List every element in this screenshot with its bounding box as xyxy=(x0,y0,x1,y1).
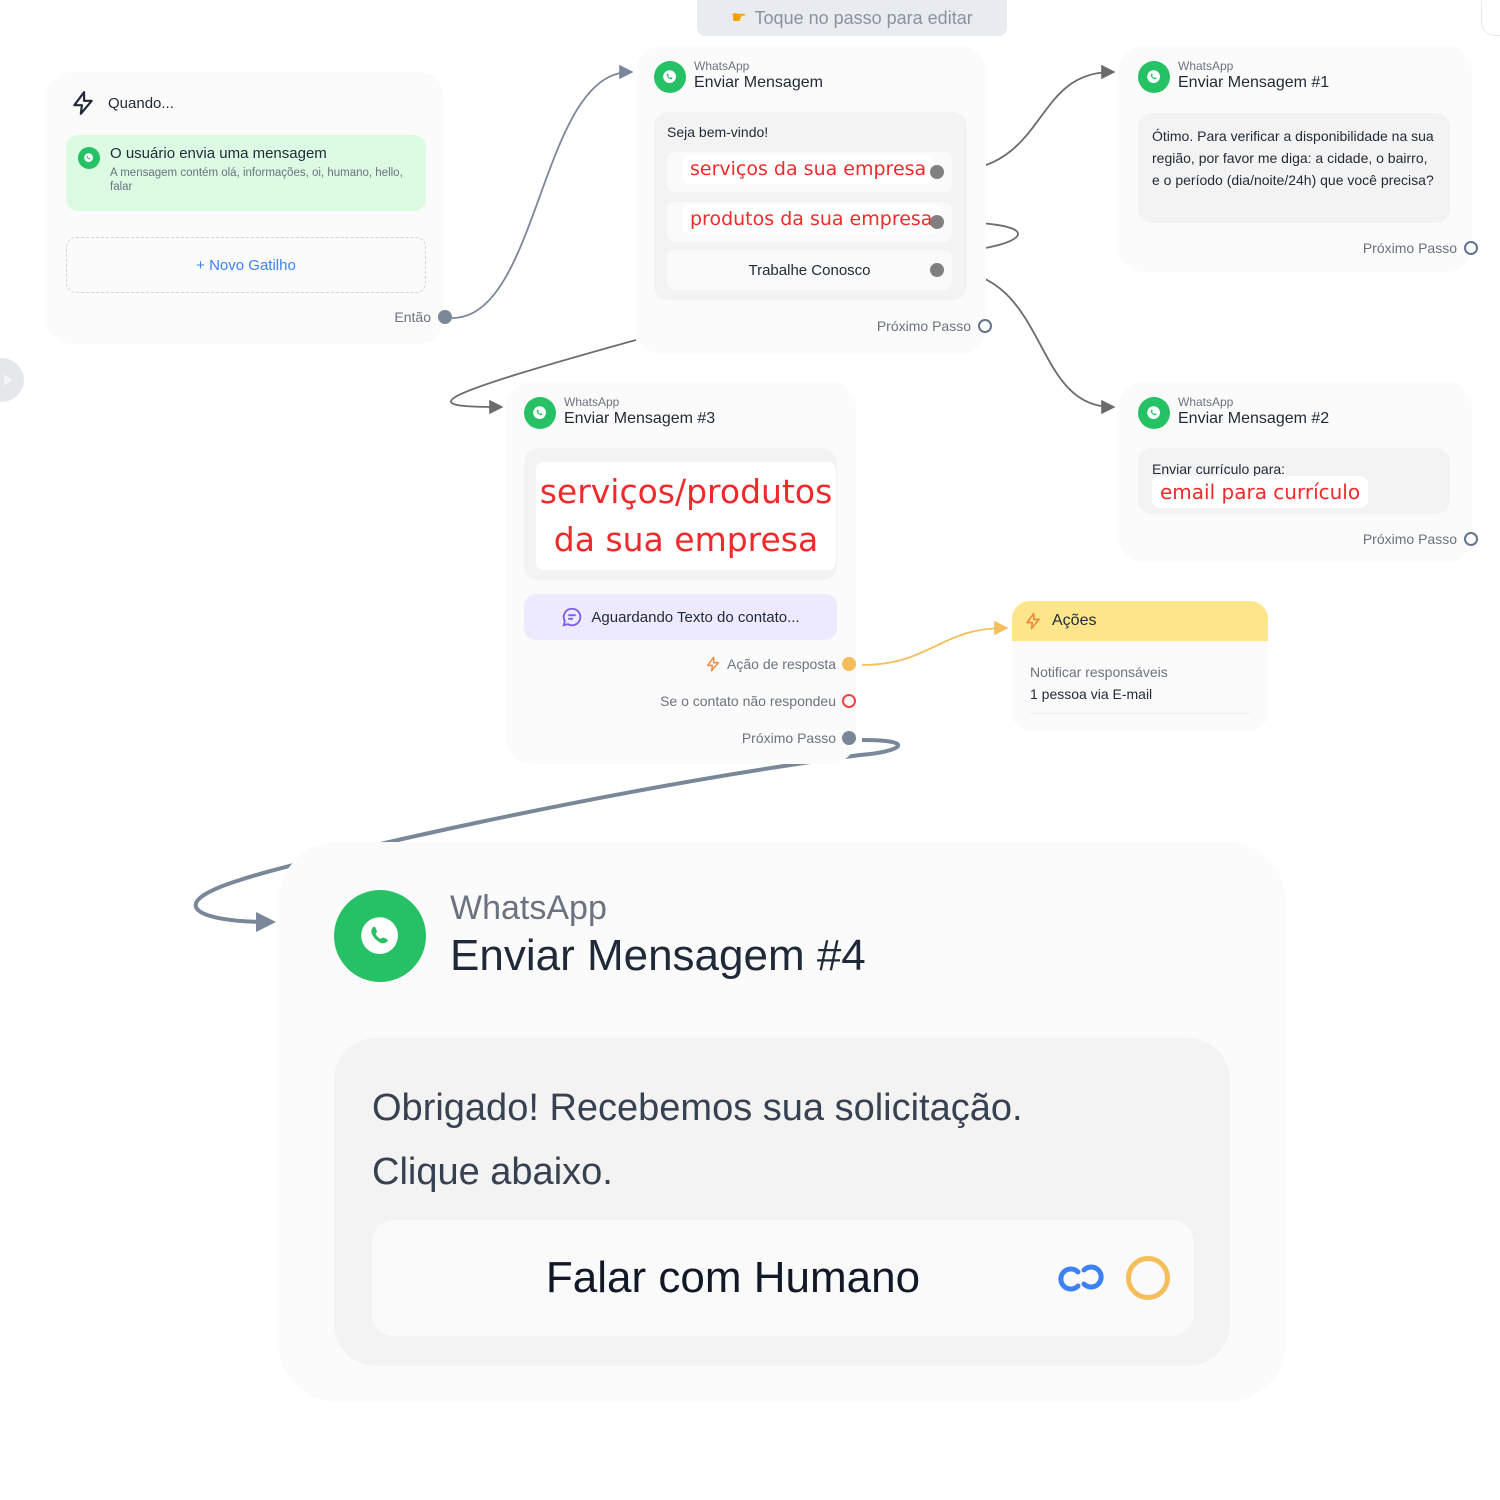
channel-label: WhatsApp xyxy=(694,59,750,73)
whatsapp-icon xyxy=(524,396,556,429)
placeholder-line-1: serviços/produtos xyxy=(539,472,833,511)
message-bubble[interactable]: serviços/produtos da sua empresa xyxy=(524,448,837,580)
output-port[interactable] xyxy=(842,694,856,708)
action-value: 1 pessoa via E-mail xyxy=(1030,686,1153,702)
send-message-3-node[interactable]: WhatsApp Enviar Mensagem #3 serviços/pro… xyxy=(506,382,856,764)
output-port[interactable] xyxy=(1464,532,1478,546)
expand-panel-button[interactable] xyxy=(0,358,24,402)
waiting-label: Aguardando Texto do contato... xyxy=(591,608,800,626)
node-header: WhatsApp Enviar Mensagem #2 xyxy=(1138,396,1329,429)
node-title: Enviar Mensagem xyxy=(694,74,823,91)
trigger-item-title: O usuário envia uma mensagem xyxy=(110,145,327,162)
node-header: WhatsApp Enviar Mensagem #4 xyxy=(334,888,866,984)
output-port[interactable] xyxy=(930,165,944,179)
output-port[interactable] xyxy=(842,657,856,671)
next-step-output[interactable]: Próximo Passo xyxy=(1363,240,1478,256)
channel-label: WhatsApp xyxy=(1178,395,1234,409)
node-title: Enviar Mensagem #1 xyxy=(1178,74,1330,91)
button-label: Trabalhe Conosco xyxy=(748,261,871,279)
channel-label: WhatsApp xyxy=(450,889,607,927)
trigger-node[interactable]: Quando... O usuário envia uma mensagem A… xyxy=(46,72,452,344)
whatsapp-icon xyxy=(334,890,426,982)
channel-label: WhatsApp xyxy=(1178,59,1234,73)
message-bubble[interactable]: Seja bem-vindo! serviços da sua empresa … xyxy=(654,112,967,300)
node-header: WhatsApp Enviar Mensagem #3 xyxy=(524,396,715,429)
edit-hint-banner: ☛ Toque no passo para editar xyxy=(697,0,1007,36)
placeholder-label: email para currículo xyxy=(1152,476,1369,508)
message-bubble[interactable]: Ótimo. Para verificar a disponibilidade … xyxy=(1138,113,1450,223)
reply-button-services[interactable]: serviços da sua empresa xyxy=(667,152,952,192)
divider xyxy=(1030,713,1250,714)
edit-hint-text: Toque no passo para editar xyxy=(754,7,973,28)
actions-node[interactable]: Ações Notificar responsáveis 1 pessoa vi… xyxy=(1012,601,1268,731)
output-port[interactable] xyxy=(1126,1256,1170,1300)
next-step-output[interactable]: Próximo Passo xyxy=(742,730,856,746)
actions-body[interactable]: Notificar responsáveis 1 pessoa via E-ma… xyxy=(1012,641,1268,714)
next-step-output[interactable]: Próximo Passo xyxy=(1363,531,1478,547)
output-port[interactable] xyxy=(930,263,944,277)
whatsapp-icon xyxy=(654,60,686,93)
output-port[interactable] xyxy=(438,310,452,324)
pointing-hand-icon: ☛ xyxy=(731,8,747,27)
add-trigger-button[interactable]: + Novo Gatilho xyxy=(66,237,426,293)
output-port[interactable] xyxy=(1464,241,1478,255)
placeholder-label: produtos da sua empresa xyxy=(682,204,941,234)
trigger-item[interactable]: O usuário envia uma mensagem A mensagem … xyxy=(66,135,426,211)
trigger-output[interactable]: Então xyxy=(394,309,452,325)
reply-button-careers[interactable]: Trabalhe Conosco xyxy=(667,250,952,290)
actions-header: Ações xyxy=(1012,601,1268,641)
message-text-line-1: Obrigado! Recebemos sua solicitação. xyxy=(372,1087,1023,1129)
trigger-item-description: A mensagem contém olá, informações, oi, … xyxy=(110,167,403,193)
send-message-node[interactable]: WhatsApp Enviar Mensagem Seja bem-vindo!… xyxy=(636,46,992,354)
lightning-icon xyxy=(73,91,93,115)
next-step-label: Próximo Passo xyxy=(1362,240,1457,256)
trigger-output-label: Então xyxy=(394,309,431,325)
node-title: Enviar Mensagem #3 xyxy=(564,410,716,427)
no-reply-label: Se o contato não respondeu xyxy=(660,693,836,709)
output-port[interactable] xyxy=(930,215,944,229)
placeholder-label: serviços/produtos da sua empresa xyxy=(536,462,836,570)
message-text: Seja bem-vindo! xyxy=(667,124,769,140)
send-message-1-node[interactable]: WhatsApp Enviar Mensagem #1 Ótimo. Para … xyxy=(1118,46,1478,272)
panel-corner xyxy=(1481,0,1500,36)
reply-action-output[interactable]: Ação de resposta xyxy=(705,656,856,672)
lightning-icon xyxy=(706,656,720,672)
channel-label: WhatsApp xyxy=(564,395,620,409)
trigger-header-label: Quando... xyxy=(108,94,174,112)
reply-action-label: Ação de resposta xyxy=(727,656,836,672)
reply-button-human[interactable]: Falar com Humano xyxy=(372,1220,1194,1336)
button-label: Falar com Humano xyxy=(545,1253,921,1302)
next-step-label: Próximo Passo xyxy=(741,730,836,746)
whatsapp-icon xyxy=(1138,60,1170,93)
message-bubble[interactable]: Obrigado! Recebemos sua solicitação. Cli… xyxy=(334,1038,1230,1366)
next-step-label: Próximo Passo xyxy=(876,318,971,334)
lightning-icon xyxy=(1026,612,1040,630)
placeholder-line-2: da sua empresa xyxy=(553,520,819,559)
node-title: Enviar Mensagem #4 xyxy=(450,931,866,980)
next-step-label: Próximo Passo xyxy=(1362,531,1457,547)
message-text: Enviar currículo para: xyxy=(1152,461,1286,477)
no-reply-output[interactable]: Se o contato não respondeu xyxy=(660,693,856,709)
chat-bubble-icon xyxy=(562,607,582,627)
message-bubble[interactable]: Enviar currículo para: email para curríc… xyxy=(1138,448,1450,514)
node-title: Enviar Mensagem #2 xyxy=(1178,410,1330,427)
output-port[interactable] xyxy=(842,731,856,745)
message-text-line-2: Clique abaixo. xyxy=(372,1151,613,1193)
node-header: WhatsApp Enviar Mensagem #1 xyxy=(1138,60,1329,93)
reply-button-products[interactable]: produtos da sua empresa xyxy=(667,202,952,242)
node-header: WhatsApp Enviar Mensagem xyxy=(654,60,823,93)
send-message-2-node[interactable]: WhatsApp Enviar Mensagem #2 Enviar currí… xyxy=(1118,382,1478,562)
whatsapp-icon xyxy=(78,147,100,169)
send-message-4-node[interactable]: WhatsApp Enviar Mensagem #4 Obrigado! Re… xyxy=(278,842,1286,1402)
actions-title: Ações xyxy=(1052,612,1097,629)
action-label: Notificar responsáveis xyxy=(1030,664,1168,680)
whatsapp-icon xyxy=(1138,396,1170,429)
output-port[interactable] xyxy=(978,319,992,333)
next-step-output[interactable]: Próximo Passo xyxy=(877,318,992,334)
link-icon[interactable] xyxy=(1054,1260,1108,1296)
placeholder-label: serviços da sua empresa xyxy=(682,154,935,184)
waiting-for-reply: Aguardando Texto do contato... xyxy=(524,594,837,640)
trigger-header: Quando... xyxy=(70,90,174,116)
